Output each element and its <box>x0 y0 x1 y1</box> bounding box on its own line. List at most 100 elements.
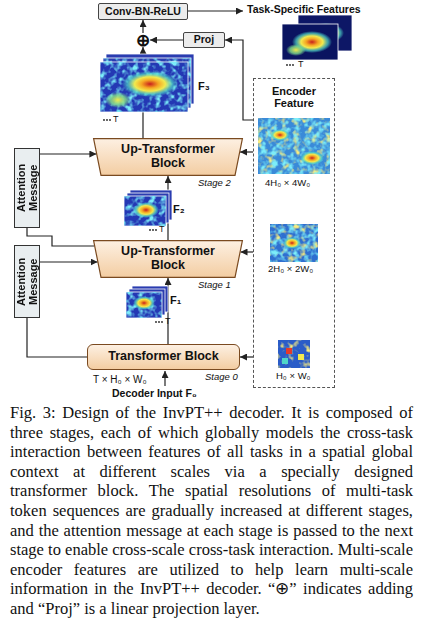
encoder-feature-map <box>270 224 318 262</box>
task-count: T <box>159 224 165 234</box>
node-label: ⊕ <box>136 32 150 49</box>
connector-arrow <box>241 251 254 252</box>
trapezoid-outline <box>94 241 243 278</box>
output-arrow <box>188 10 243 11</box>
feature-map-stack <box>122 71 178 97</box>
projection-box: Proj <box>183 32 225 48</box>
scale-label: 2H₀ × 2W₀ <box>268 264 313 275</box>
transformer-block: Transformer Block <box>87 344 240 370</box>
encoder-feature-panel: Encoder Feature <box>253 78 335 388</box>
up-transformer-block: Up-Transformer Block <box>93 138 243 176</box>
connector-arrow <box>240 356 253 357</box>
connector-arrow <box>40 153 96 154</box>
feature-map-stack <box>109 119 111 121</box>
connector-arrow <box>27 318 87 357</box>
feature-map-stack <box>100 62 188 112</box>
encoder-feature-map <box>278 340 310 368</box>
feature-map-stack <box>152 229 154 231</box>
attention-message-box: Attention Message <box>14 245 40 318</box>
encoder-feature-map <box>283 237 301 249</box>
feature-map-stack <box>161 321 163 323</box>
feature-map-stack <box>100 54 194 121</box>
connector-arrow <box>150 39 183 40</box>
stage-label: Stage 0 <box>205 372 238 383</box>
task-count: T <box>165 316 171 326</box>
encoder-feature-map <box>270 224 318 262</box>
connector-arrow <box>225 40 253 120</box>
output-heading: Task-Specific Features <box>247 3 361 15</box>
decoder-input-arrow <box>165 371 166 386</box>
feature-name: F₂ <box>173 203 185 216</box>
feature-name: F₃ <box>198 80 210 93</box>
node-label: Proj <box>194 34 214 46</box>
encoder-feature-map <box>300 151 324 165</box>
up-transformer-block: Up-Transformer Block <box>93 240 243 278</box>
attention-message-box: Attention Message <box>14 148 40 228</box>
feature-map-stack <box>133 202 159 218</box>
trapezoid-outline <box>94 139 243 176</box>
stage-label: Stage 1 <box>198 280 231 291</box>
feature-map-stack <box>105 92 131 108</box>
connector-arrow <box>240 151 253 152</box>
figure-caption: Fig. 3: Design of the InvPT++ decoder. I… <box>10 403 413 619</box>
node-label: Encoder Feature <box>254 85 334 109</box>
task-feature-maps <box>292 64 294 66</box>
feature-map-stack <box>133 296 155 310</box>
node-label: Conv-BN-ReLU <box>105 6 181 18</box>
encoder-feature-map <box>278 340 310 368</box>
task-feature-maps <box>289 64 291 66</box>
feature-map-stack <box>126 286 168 323</box>
feature-map-stack <box>106 119 108 121</box>
node-label: Attention Message <box>15 149 39 227</box>
encoder-feature-map <box>282 358 288 364</box>
feature-map-stack <box>158 321 160 323</box>
feature-name: F₁ <box>170 294 181 307</box>
node-label: Up-Transformer Block <box>112 143 224 171</box>
feature-map-stack <box>126 292 162 318</box>
scale-label: 4H₀ × 4W₀ <box>265 178 310 189</box>
feature-map-stack <box>155 229 157 231</box>
task-count: T <box>298 59 304 69</box>
encoder-feature-map <box>258 118 330 174</box>
encoder-feature-map <box>270 224 318 262</box>
feature-map-stack <box>100 62 188 112</box>
encoder-feature-map <box>258 118 330 174</box>
conv-block: Conv-BN-ReLU <box>98 3 188 20</box>
encoder-feature-map <box>258 118 330 174</box>
feature-map-stack <box>124 190 172 231</box>
encoder-feature-map <box>278 340 310 368</box>
task-feature-maps <box>286 44 306 56</box>
connector-arrow <box>40 261 98 262</box>
node-label: Attention Message <box>15 246 39 317</box>
feature-map-stack <box>155 321 157 323</box>
encoder-feature-map <box>270 224 318 262</box>
task-feature-maps <box>282 24 338 60</box>
stage-label: Stage 2 <box>198 178 231 189</box>
feature-map-stack <box>124 196 166 226</box>
feature-map-stack <box>149 229 151 231</box>
node-label: Up-Transformer Block <box>112 245 224 273</box>
feature-map-stack <box>103 119 105 121</box>
encoder-feature-map <box>270 129 290 141</box>
task-feature-maps <box>286 64 288 66</box>
add-operator: ⊕ <box>136 33 150 47</box>
task-feature-maps <box>282 15 352 66</box>
input-label: Decoder Input F₀ <box>112 387 197 399</box>
task-count: T <box>113 114 119 124</box>
node-label: Transformer Block <box>108 350 218 364</box>
encoder-feature-map <box>286 348 292 354</box>
scale-label: H₀ × W₀ <box>276 371 311 382</box>
output-arrow <box>188 11 243 12</box>
feature-map-stack <box>124 196 166 226</box>
input-dimension: T × H₀ × W₀ <box>93 374 147 386</box>
encoder-feature-map <box>298 354 304 360</box>
encoder-feature-map <box>258 118 330 174</box>
feature-map-stack <box>126 292 162 318</box>
decoder-input-arrow <box>164 371 165 386</box>
connector-arrow <box>27 228 94 246</box>
